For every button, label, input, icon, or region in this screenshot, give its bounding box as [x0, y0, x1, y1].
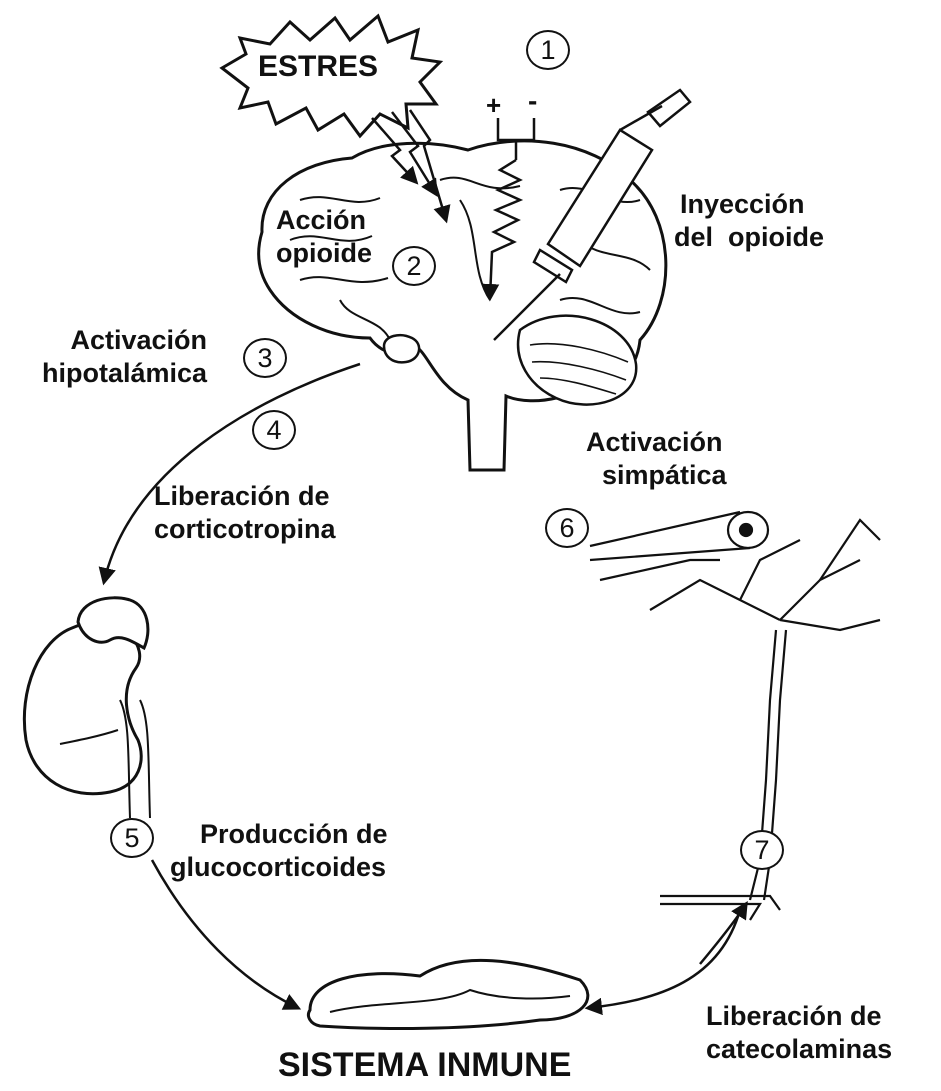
catecholamine-release-label: Liberación de catecolaminas [706, 1000, 892, 1066]
immune-system-title: SISTEMA INMUNE [278, 1046, 571, 1085]
opioid-injection-line-2: del opioide [674, 221, 824, 254]
sympathetic-activation-label: Activación simpática [586, 426, 727, 492]
glucocorticoid-production-line-1: Producción de [170, 818, 388, 851]
hypothalamic-activation-line-1: Activación [42, 324, 207, 357]
step-4-marker: 4 [252, 410, 296, 450]
step-2-marker: 2 [392, 246, 436, 286]
stress-label: ESTRES [258, 50, 378, 83]
step-5-marker: 5 [110, 818, 154, 858]
opioid-injection-line-1: Inyección [674, 188, 824, 221]
step-7-marker: 7 [740, 830, 784, 870]
step-1-marker: 1 [526, 30, 570, 70]
catecholamine-arrow-return [700, 904, 746, 964]
sympathetic-activation-line-1: Activación [586, 426, 727, 459]
pituitary-shape [384, 335, 419, 362]
sympathetic-activation-line-2: simpática [586, 459, 727, 492]
catecholamine-release-line-1: Liberación de [706, 1000, 892, 1033]
corticotropin-release-label: Liberación de corticotropina [154, 480, 336, 546]
immune-organ-shape [308, 960, 587, 1028]
corticotropin-arrow [104, 364, 360, 582]
opioid-action-line-1: Acción [276, 204, 372, 237]
hypothalamic-activation-label: Activación hipotalámica [42, 324, 207, 390]
corticotropin-release-line-2: corticotropina [154, 513, 336, 546]
step-6-marker: 6 [545, 508, 589, 548]
opioid-action-line-2: opioide [276, 237, 372, 270]
catecholamine-release-line-2: catecolaminas [706, 1033, 892, 1066]
corticotropin-release-line-1: Liberación de [154, 480, 336, 513]
step-3-marker: 3 [243, 338, 287, 378]
opioid-injection-label: Inyección del opioide [674, 188, 824, 254]
neuron-shape [590, 512, 880, 920]
opioid-action-label: Acción opioide [276, 204, 372, 270]
minus-sign: - [528, 85, 537, 116]
glucocorticoid-production-label: Producción de glucocorticoides [170, 818, 388, 884]
hypothalamic-activation-line-2: hipotalámica [42, 357, 207, 390]
catecholamine-arrow [588, 910, 740, 1008]
glucocorticoid-production-line-2: glucocorticoides [170, 851, 388, 884]
plus-sign: + [486, 90, 501, 120]
